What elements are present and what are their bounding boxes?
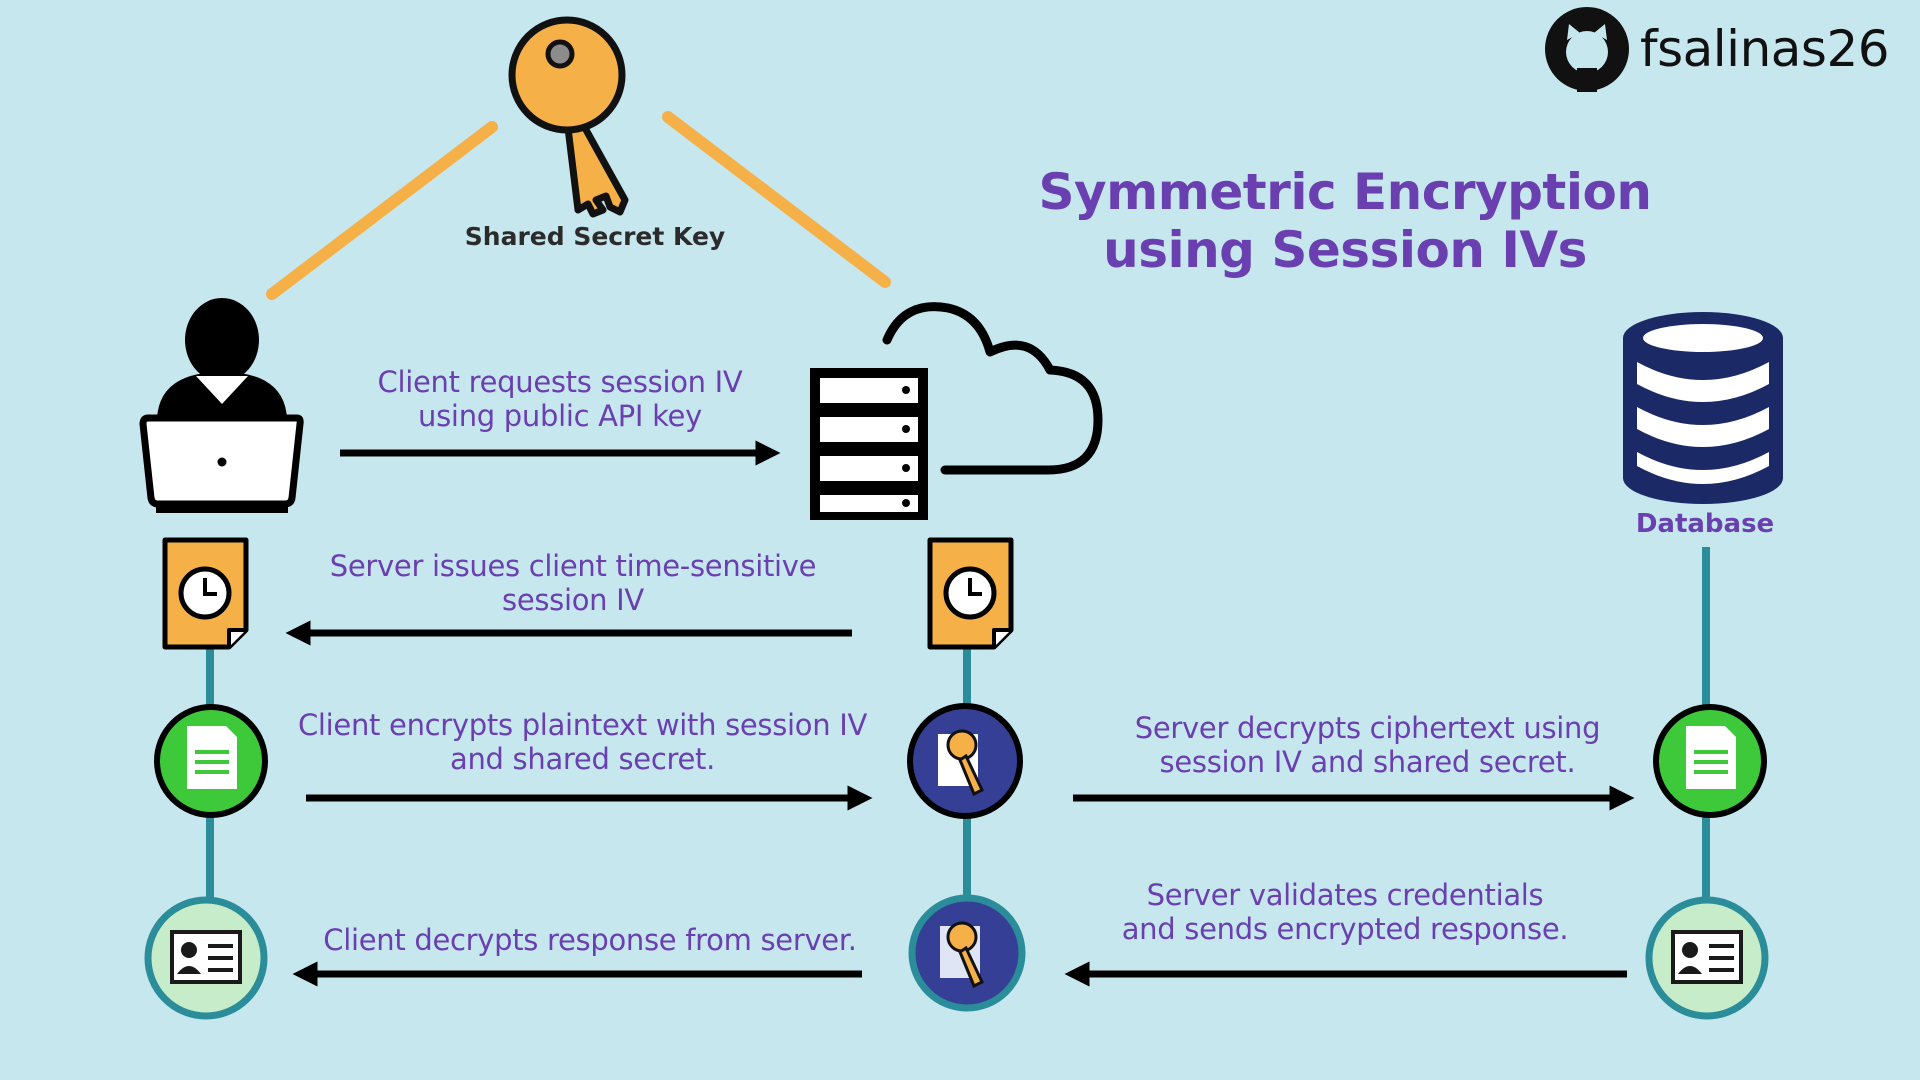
step-issue-session-iv: Server issues client time-sensitive sess… xyxy=(329,549,817,617)
key-line-left xyxy=(266,121,498,300)
github-handle: fsalinas26 xyxy=(1640,20,1890,78)
page-title: Symmetric Encryption using Session IVs xyxy=(1000,163,1690,279)
key-icon xyxy=(508,16,629,218)
title-line-2: using Session IVs xyxy=(1103,221,1587,279)
step-client-decrypts: Client decrypts response from server. xyxy=(323,923,857,957)
database-label: Database xyxy=(1635,509,1775,539)
client-user-icon xyxy=(139,298,304,513)
client-credentials-icon xyxy=(144,896,268,1020)
server-ciphertext-icon xyxy=(907,703,1023,819)
step-server-validates: Server validates credentials and sends e… xyxy=(1121,878,1569,946)
client-session-iv-icon xyxy=(162,537,249,650)
title-line-1: Symmetric Encryption xyxy=(1038,163,1652,221)
client-plaintext-icon xyxy=(154,704,268,818)
key-line-right xyxy=(662,111,891,288)
database-credentials-icon xyxy=(1645,896,1769,1020)
shared-secret-key-label: Shared Secret Key xyxy=(464,222,726,251)
step-client-encrypts: Client encrypts plaintext with session I… xyxy=(297,708,868,776)
server-encrypted-response-icon xyxy=(908,894,1026,1012)
server-session-iv-icon xyxy=(927,537,1014,650)
github-icon xyxy=(1545,7,1629,92)
database-plaintext-icon xyxy=(1653,704,1767,818)
step-server-decrypts: Server decrypts ciphertext using session… xyxy=(1134,711,1601,779)
step-request-session-iv: Client requests session IV using public … xyxy=(377,365,743,433)
database-icon xyxy=(1623,312,1783,504)
server-cloud-icon xyxy=(810,302,1103,520)
